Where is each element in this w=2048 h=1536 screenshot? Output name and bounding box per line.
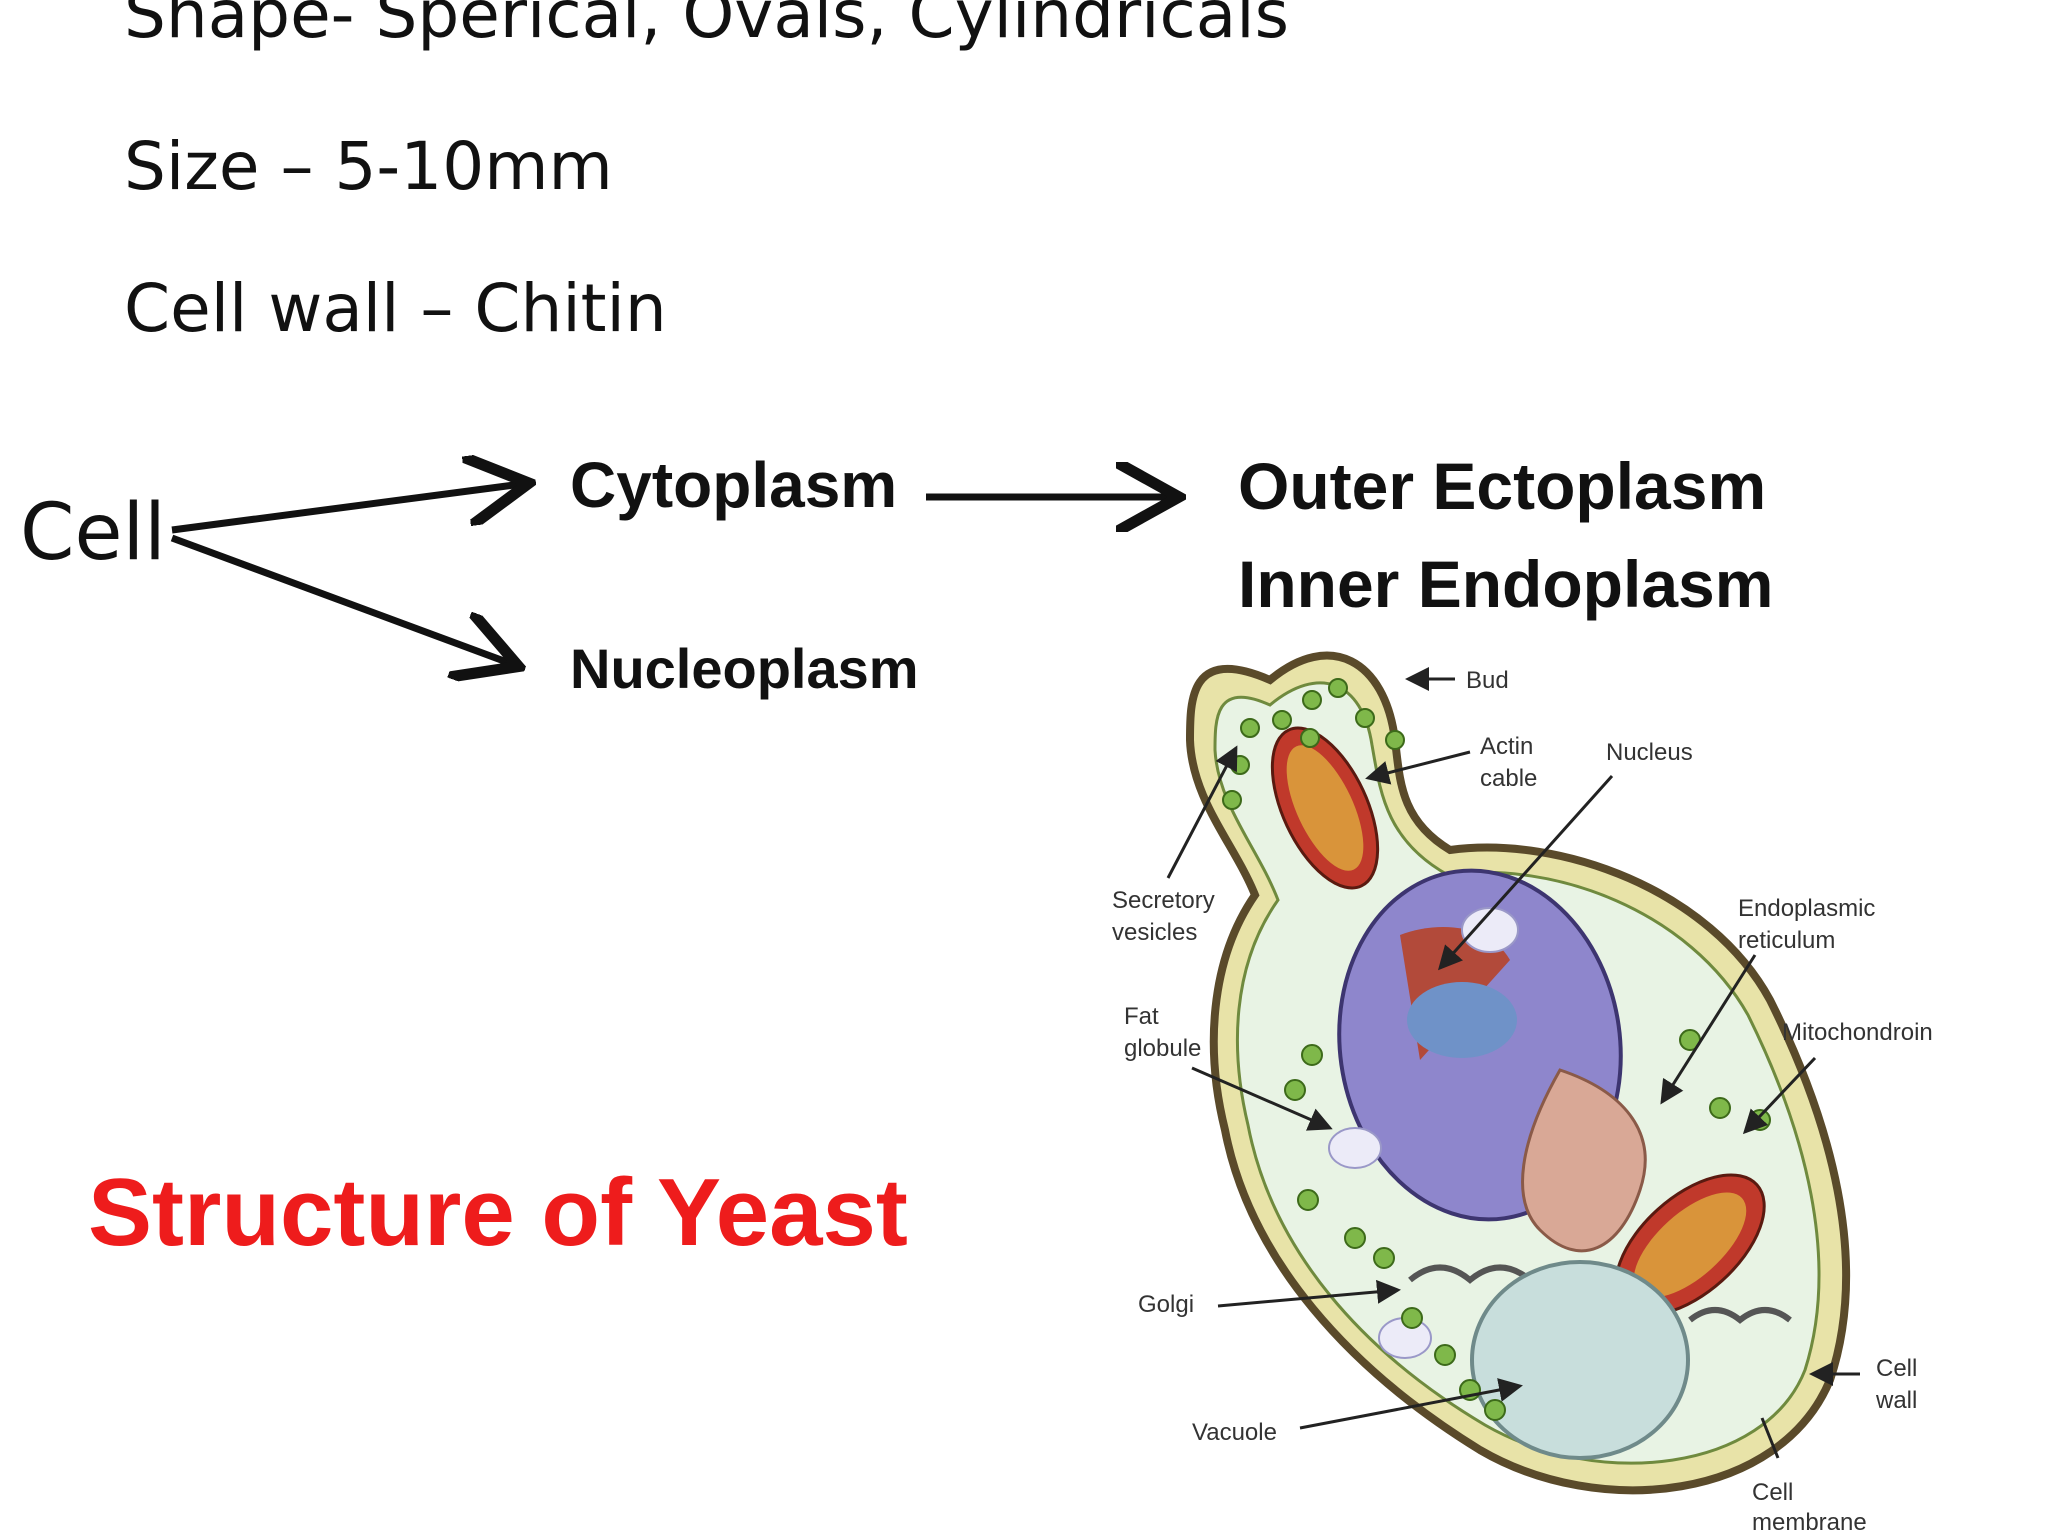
golgi (1408, 1264, 1532, 1284)
inner-endoplasm-label: Inner Endoplasm (1238, 547, 1774, 621)
label-cell-wall-2: wall (1875, 1387, 1917, 1414)
label-vacuole: Vacuole (1192, 1419, 1277, 1446)
label-actin: Actin (1480, 733, 1533, 760)
diagram-labels: Bud Actin cable Nucleus Secretory vesicl… (1112, 667, 1933, 1536)
label-cell-membrane-1: Cell (1752, 1479, 1793, 1506)
arrow-cell-nucleoplasm (170, 534, 512, 664)
label-mitochondrion: Mitochondroin (1782, 1019, 1933, 1046)
nucleoplasm-label: Nucleoplasm (570, 637, 919, 700)
outer-ectoplasm-label: Outer Ectoplasm (1238, 449, 1767, 523)
arrow-cell-cytoplasm (171, 484, 522, 534)
vacuole (1470, 1260, 1690, 1460)
yeast-cell-diagram (1185, 651, 1851, 1495)
cytoplasm-label: Cytoplasm (570, 449, 898, 521)
fat-globule (1328, 1127, 1382, 1169)
cell-label: Cell (20, 488, 166, 578)
label-fat: Fat (1124, 1003, 1159, 1030)
slide-title: Structure of Yeast (88, 1159, 908, 1266)
label-vesicles: vesicles (1112, 919, 1197, 946)
label-golgi: Golgi (1138, 1291, 1194, 1318)
label-pointers (1166, 667, 1860, 1459)
label-cable: cable (1480, 765, 1537, 792)
endoplasmic-reticulum (1521, 1068, 1647, 1253)
label-cell-wall-1: Cell (1876, 1355, 1917, 1382)
cell-wall-text: Cell wall – Chitin (124, 270, 667, 347)
label-nucleus: Nucleus (1606, 739, 1693, 766)
label-cell-membrane-2: membrane (1752, 1509, 1867, 1536)
label-globule: globule (1124, 1035, 1201, 1062)
label-bud: Bud (1466, 667, 1509, 694)
label-secretory: Secretory (1112, 887, 1215, 914)
shape-text: Shape- Sperical, Ovals, Cylindricals (124, 0, 1289, 53)
label-reticulum: reticulum (1738, 927, 1835, 954)
label-endoplasmic: Endoplasmic (1738, 895, 1875, 922)
size-text: Size – 5-10mm (124, 128, 613, 205)
